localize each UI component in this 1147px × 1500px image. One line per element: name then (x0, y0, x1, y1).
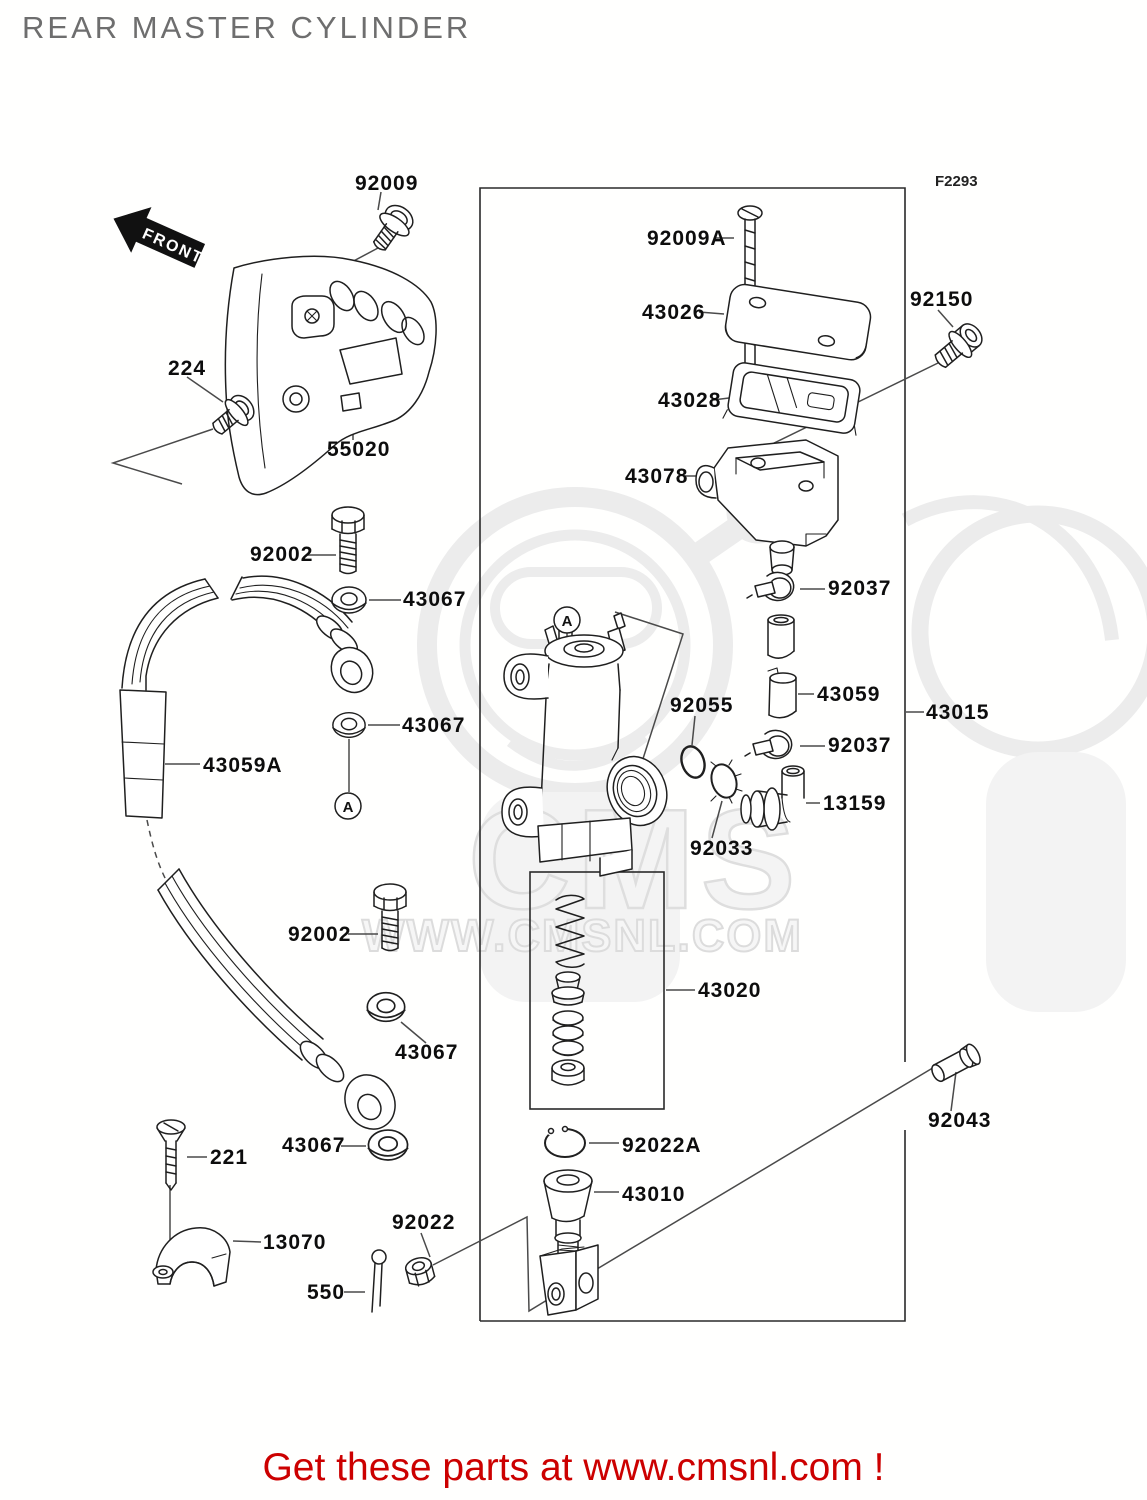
part-label-43028: 43028 (658, 389, 721, 412)
part-43059-tube-upper (767, 614, 795, 659)
part-label-92037-lower: 92037 (828, 734, 891, 757)
part-label-92055: 92055 (670, 694, 733, 717)
part-43028-diaphragm-plate (722, 362, 861, 436)
part-92043-clevis-pin (931, 1043, 981, 1083)
part-label-13159: 13159 (823, 792, 886, 815)
part-43026-reservoir-cap (724, 283, 872, 361)
part-43059a-brake-hose (119, 575, 396, 1130)
part-13070-holder-clamp (152, 1227, 231, 1287)
part-92055-o-ring (680, 745, 706, 779)
part-43020-kit-contents (551, 894, 585, 1086)
part-label-43059: 43059 (817, 683, 880, 706)
assembly-box-43015 (479, 187, 906, 1322)
part-221-flat-screw (156, 1119, 186, 1191)
part-label-43067-mid: 43067 (402, 714, 465, 737)
part-label-221: 221 (210, 1146, 248, 1169)
part-label-92009: 92009 (355, 172, 418, 195)
part-label-43067-upper: 43067 (403, 588, 466, 611)
part-92009a-cap-screw (737, 205, 763, 376)
part-label-43020: 43020 (698, 979, 761, 1002)
part-label-224: 224 (168, 357, 206, 380)
part-92037-clamp-upper (746, 571, 795, 602)
part-label-13070: 13070 (263, 1231, 326, 1254)
part-label-43067-fourth: 43067 (282, 1134, 345, 1157)
part-43067-washer-third (366, 991, 406, 1023)
part-label-92037-upper: 92037 (828, 577, 891, 600)
svg-text:A: A (343, 799, 354, 816)
kit-box-43020 (529, 871, 665, 1110)
part-label-92022: 92022 (392, 1211, 455, 1234)
svg-text:A: A (562, 613, 573, 630)
figure-code: F2293 (935, 173, 978, 190)
part-label-92002-upper: 92002 (250, 543, 313, 566)
part-label-92009a: 92009A (647, 227, 727, 250)
leader-lines (110, 191, 957, 1313)
part-label-92043: 92043 (928, 1109, 991, 1132)
part-label-43026: 43026 (642, 301, 705, 324)
part-label-92150: 92150 (910, 288, 973, 311)
part-92037-clamp-lower (744, 729, 793, 760)
part-label-92022a: 92022A (622, 1134, 702, 1157)
part-43010-push-rod (539, 1169, 599, 1316)
part-92009-pan-screw (373, 204, 414, 251)
part-92002-banjo-bolt-upper (331, 506, 365, 575)
part-label-92002-lower: 92002 (288, 923, 351, 946)
part-label-43078: 43078 (625, 465, 688, 488)
part-label-43067-third: 43067 (395, 1041, 458, 1064)
part-92033-snap-ring (710, 759, 743, 804)
assembly-marker-a-left: A (334, 792, 362, 820)
part-43067-washer-mid (332, 711, 366, 739)
part-43067-washer-upper (331, 586, 367, 614)
part-label-92033: 92033 (690, 837, 753, 860)
assembly-marker-a-top: A (553, 606, 581, 634)
part-92150-socket-bolt (934, 323, 983, 369)
part-label-43010: 43010 (622, 1183, 685, 1206)
part-43078-reservoir (695, 439, 839, 576)
part-label-43015: 43015 (926, 701, 989, 724)
part-label-43059a: 43059A (203, 754, 283, 777)
page-title: REAR MASTER CYLINDER (22, 10, 472, 45)
part-label-550: 550 (307, 1281, 345, 1304)
front-direction-arrow: FRONT (113, 207, 206, 268)
part-13159-elbow (740, 765, 805, 831)
part-92022a-circlip (544, 1125, 586, 1158)
part-92022-nut (404, 1257, 436, 1287)
part-43059-tube-lower (767, 667, 797, 719)
cmsnl-footer-link[interactable]: Get these parts at www.cmsnl.com ! (262, 1446, 885, 1489)
part-550-cotter-pin (371, 1249, 387, 1313)
part-label-55020: 55020 (327, 438, 390, 461)
part-master-cylinder-body (501, 612, 668, 877)
part-224-guard-bolt (212, 394, 255, 435)
part-55020-guard-bracket (224, 255, 437, 496)
part-43067-washer-fourth (367, 1129, 409, 1161)
